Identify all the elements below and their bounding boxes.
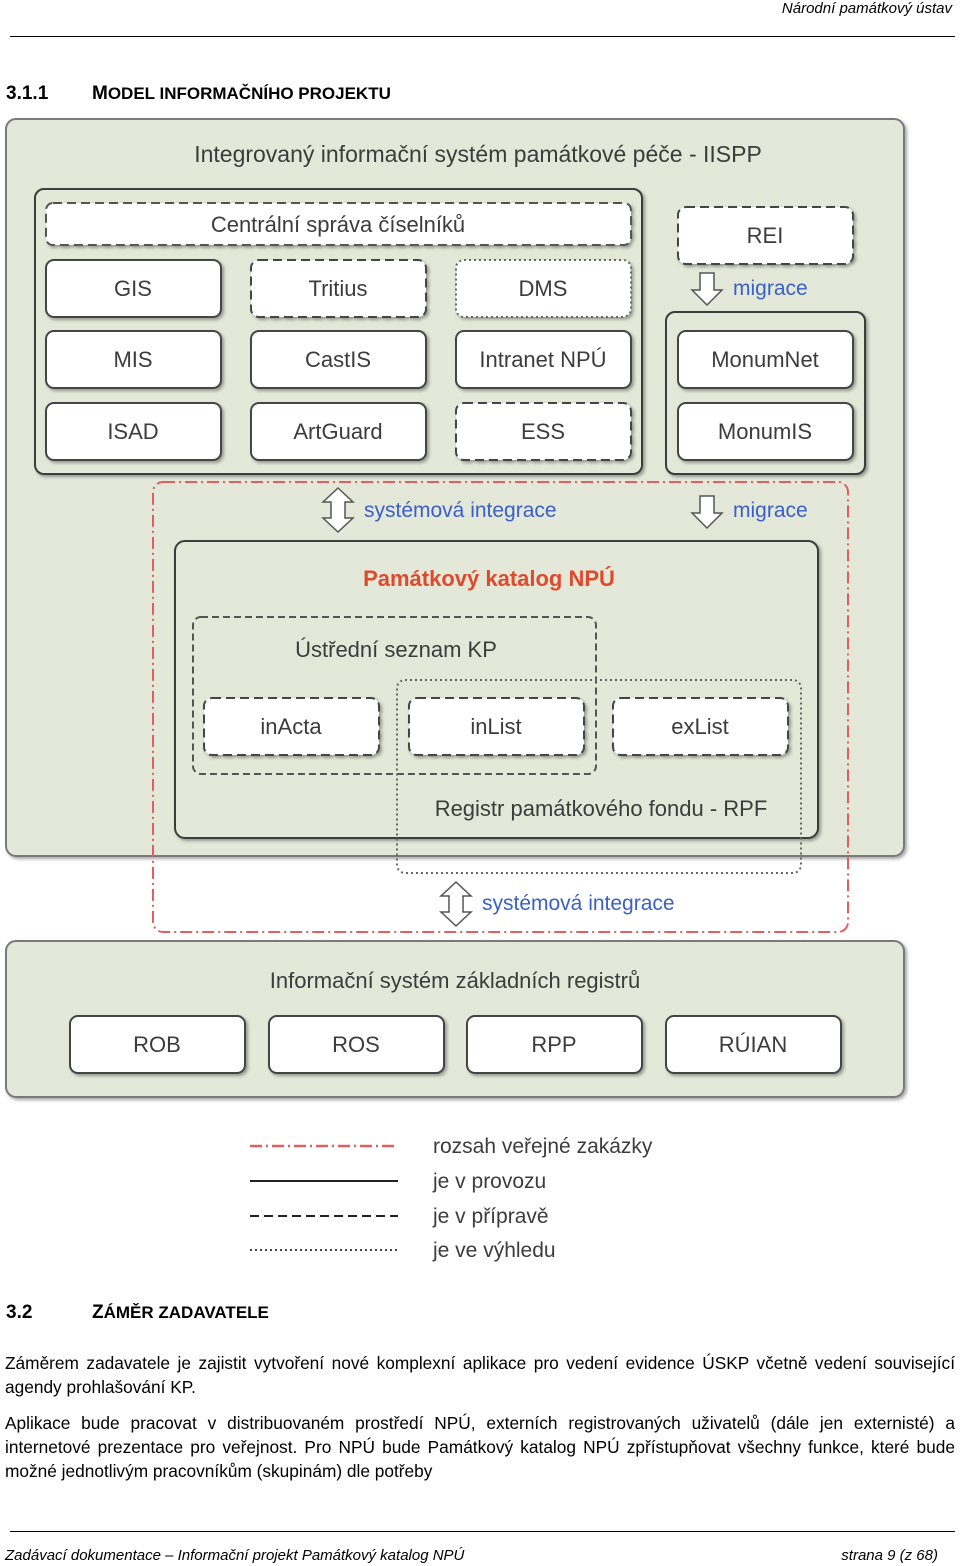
gis-box <box>45 259 222 318</box>
paragraph-intent: Záměrem zadavatele je zajistit vytvoření… <box>5 1353 955 1397</box>
base-registers-title: Informační systém základních registrů <box>270 968 640 993</box>
migrace-arrow-icon-2 <box>690 495 724 530</box>
ess-box <box>455 402 632 461</box>
section-number: 3.1.1 <box>6 83 49 104</box>
section-title-initial: M <box>92 83 108 104</box>
exlist-label: exList <box>671 714 728 739</box>
section-heading-311: 3.1.1 MODEL INFORMAČNÍHO PROJEKTU <box>6 83 391 105</box>
rpf-title: Registr památkového fondu - RPF <box>435 796 768 821</box>
mis-box <box>45 330 222 389</box>
tritius-box <box>250 259 427 318</box>
monumis-label: MonumIS <box>718 419 812 444</box>
legend-in-preparation: je v přípravě <box>432 1205 549 1228</box>
monumnet-label: MonumNet <box>711 347 819 372</box>
inacta-box <box>203 697 380 756</box>
legend-in-operation: je v provozu <box>432 1170 546 1193</box>
integration-arrow-icon <box>321 486 355 534</box>
migrace-label-top: migrace <box>733 277 808 300</box>
integration-label-bottom: systémová integrace <box>482 892 675 915</box>
header-org: Národní památkový ústav <box>781 0 952 17</box>
section-title: ÁMĚR ZADAVATELE <box>103 1303 269 1322</box>
ess-label: ESS <box>521 419 565 444</box>
codelist-box <box>45 202 632 246</box>
exlist-box <box>612 697 789 756</box>
intranet-box <box>455 330 632 389</box>
migrace-label-mid: migrace <box>733 499 808 522</box>
iispp-title: Integrovaný informační systém památkové … <box>194 141 762 167</box>
dms-box <box>455 259 632 318</box>
ros-label: ROS <box>332 1032 380 1057</box>
integration-arrow-icon-2 <box>439 880 473 928</box>
inlist-box <box>408 697 585 756</box>
rei-label: REI <box>747 223 784 248</box>
rei-box <box>677 206 854 265</box>
rpp-label: RPP <box>531 1032 576 1057</box>
castis-label: CastIS <box>305 347 371 372</box>
dms-label: DMS <box>519 276 568 301</box>
central-list-title: Ústřední seznam KP <box>295 637 497 662</box>
legend-public-contract: rozsah veřejné zakázky <box>433 1135 653 1158</box>
ruian-label: RÚIAN <box>719 1032 787 1057</box>
isad-box <box>45 402 222 461</box>
rob-label: ROB <box>133 1032 181 1057</box>
isad-label: ISAD <box>107 419 158 444</box>
header-rule <box>10 36 955 37</box>
intranet-label: Intranet NPÚ <box>479 347 606 372</box>
mis-label: MIS <box>113 347 152 372</box>
paragraph-application: Aplikace bude pracovat v distribuovaném … <box>5 1413 955 1481</box>
artguard-label: ArtGuard <box>293 419 382 444</box>
footer-document-title: Zadávací dokumentace – Informační projek… <box>5 1547 465 1564</box>
section-number: 3.2 <box>6 1302 33 1323</box>
section-title: ODEL INFORMAČNÍHO PROJEKTU <box>107 84 391 103</box>
monumis-box <box>677 402 854 461</box>
catalog-title: Památkový katalog NPÚ <box>363 566 615 591</box>
rob-box <box>69 1015 246 1074</box>
section-heading-32: 3.2 ZÁMĚR ZADAVATELE <box>6 1302 269 1324</box>
section-title-initial: Z <box>92 1302 104 1323</box>
legend-planned: je ve výhledu <box>432 1239 556 1262</box>
central-list-group <box>192 616 597 775</box>
tritius-label: Tritius <box>308 276 367 301</box>
footer-rule <box>10 1531 955 1532</box>
codelist-title: Centrální správa číselníků <box>211 212 465 237</box>
inlist-label: inList <box>470 714 521 739</box>
system-diagram: Integrovaný informační systém památkové … <box>5 118 905 1262</box>
rpp-box <box>466 1015 643 1074</box>
public-contract-scope <box>152 481 849 933</box>
migrace-arrow-icon <box>690 272 724 307</box>
gis-label: GIS <box>114 276 152 301</box>
ruian-box <box>665 1015 842 1074</box>
castis-box <box>250 330 427 389</box>
catalog-panel <box>174 540 819 839</box>
artguard-box <box>250 402 427 461</box>
integration-label-top: systémová integrace <box>364 499 557 522</box>
footer-page-number: strana 9 (z 68) <box>841 1547 938 1564</box>
inacta-label: inActa <box>260 714 322 739</box>
monumnet-box <box>677 330 854 389</box>
ros-box <box>268 1015 445 1074</box>
